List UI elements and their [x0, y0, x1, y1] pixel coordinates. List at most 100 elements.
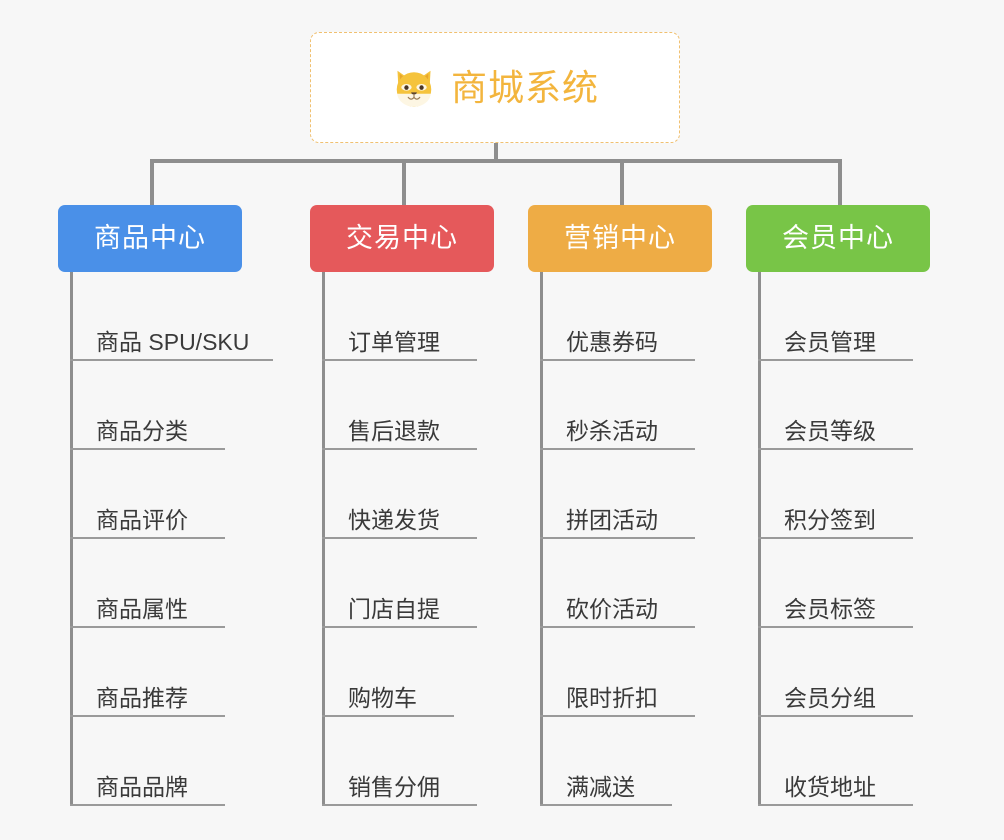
leaf-item-label: 会员标签 — [784, 596, 876, 622]
leaf-underline — [70, 359, 273, 361]
leaf-item-label: 商品 SPU/SKU — [96, 329, 250, 355]
category-node-product-center[interactable]: 商品中心 — [58, 205, 242, 272]
leaf-item[interactable]: 优惠券码 — [528, 272, 712, 361]
leaf-item[interactable]: 商品分类 — [58, 361, 242, 450]
branch-column-trade-center: 交易中心 订单管理 售后退款 快递发货 门店自提 购物车 — [310, 205, 494, 806]
leaf-underline — [758, 359, 913, 361]
leaf-item-label: 销售分佣 — [348, 774, 440, 800]
leaf-item[interactable]: 商品推荐 — [58, 628, 242, 717]
leaf-item[interactable]: 售后退款 — [310, 361, 494, 450]
connector-horizontal-bus — [150, 159, 840, 163]
leaf-spine — [70, 272, 73, 806]
leaf-item[interactable]: 快递发货 — [310, 450, 494, 539]
leaf-list-member-center: 会员管理 会员等级 积分签到 会员标签 会员分组 收货地址 — [746, 272, 930, 806]
leaf-underline — [540, 626, 695, 628]
connector-drop-marketing-center — [620, 159, 624, 205]
leaf-item-label: 优惠券码 — [566, 329, 658, 355]
leaf-underline — [540, 448, 695, 450]
leaf-item[interactable]: 限时折扣 — [528, 628, 712, 717]
leaf-underline — [322, 804, 477, 806]
leaf-underline — [758, 448, 913, 450]
connector-root-stem — [494, 143, 498, 163]
leaf-item[interactable]: 会员管理 — [746, 272, 930, 361]
leaf-underline — [70, 715, 225, 717]
connector-drop-trade-center — [402, 159, 406, 205]
leaf-item[interactable]: 商品品牌 — [58, 717, 242, 806]
leaf-underline — [322, 448, 477, 450]
leaf-underline — [70, 537, 225, 539]
leaf-item-label: 商品属性 — [96, 596, 188, 622]
leaf-underline — [758, 626, 913, 628]
leaf-item[interactable]: 商品评价 — [58, 450, 242, 539]
shiba-dog-icon — [396, 70, 432, 107]
root-node-title: 商城系统 — [450, 66, 599, 108]
leaf-item-label: 快递发货 — [348, 507, 440, 533]
leaf-underline — [70, 804, 225, 806]
leaf-item-label: 购物车 — [348, 685, 417, 711]
leaf-item-label: 拼团活动 — [566, 507, 658, 533]
leaf-item-label: 收货地址 — [784, 774, 876, 800]
leaf-item-label: 会员分组 — [784, 685, 876, 711]
category-node-trade-center[interactable]: 交易中心 — [310, 205, 494, 272]
leaf-item-label: 商品分类 — [96, 418, 188, 444]
leaf-item[interactable]: 订单管理 — [310, 272, 494, 361]
leaf-spine — [540, 272, 543, 806]
leaf-item[interactable]: 满减送 — [528, 717, 712, 806]
connector-drop-product-center — [150, 159, 154, 205]
leaf-underline — [322, 715, 454, 717]
leaf-underline — [322, 537, 477, 539]
leaf-item[interactable]: 商品 SPU/SKU — [58, 272, 273, 361]
leaf-item[interactable]: 门店自提 — [310, 539, 494, 628]
leaf-list-marketing-center: 优惠券码 秒杀活动 拼团活动 砍价活动 限时折扣 满减送 — [528, 272, 712, 806]
leaf-underline — [540, 359, 695, 361]
branch-column-member-center: 会员中心 会员管理 会员等级 积分签到 会员标签 会员分组 — [746, 205, 930, 806]
leaf-item[interactable]: 拼团活动 — [528, 450, 712, 539]
leaf-item-label: 限时折扣 — [566, 685, 658, 711]
leaf-item-label: 商品评价 — [96, 507, 188, 533]
category-node-member-center[interactable]: 会员中心 — [746, 205, 930, 272]
leaf-item-label: 会员等级 — [784, 418, 876, 444]
leaf-item[interactable]: 收货地址 — [746, 717, 930, 806]
leaf-underline — [322, 359, 477, 361]
leaf-item[interactable]: 会员等级 — [746, 361, 930, 450]
category-label: 交易中心 — [346, 223, 458, 253]
leaf-item-label: 积分签到 — [784, 507, 876, 533]
branch-column-marketing-center: 营销中心 优惠券码 秒杀活动 拼团活动 砍价活动 限时折扣 — [528, 205, 712, 806]
leaf-underline — [70, 626, 225, 628]
leaf-item[interactable]: 购物车 — [310, 628, 494, 717]
leaf-item-label: 砍价活动 — [566, 596, 658, 622]
leaf-item-label: 会员管理 — [784, 329, 876, 355]
leaf-item[interactable]: 销售分佣 — [310, 717, 494, 806]
category-label: 营销中心 — [564, 223, 676, 253]
leaf-underline — [322, 626, 477, 628]
leaf-item-label: 满减送 — [566, 774, 635, 800]
leaf-item-label: 商品品牌 — [96, 774, 188, 800]
leaf-spine — [758, 272, 761, 806]
root-node[interactable]: 商城系统 — [310, 32, 680, 143]
leaf-underline — [758, 804, 913, 806]
leaf-item[interactable]: 会员分组 — [746, 628, 930, 717]
leaf-item-label: 商品推荐 — [96, 685, 188, 711]
leaf-item[interactable]: 商品属性 — [58, 539, 242, 628]
leaf-item[interactable]: 秒杀活动 — [528, 361, 712, 450]
leaf-item-label: 秒杀活动 — [566, 418, 658, 444]
category-node-marketing-center[interactable]: 营销中心 — [528, 205, 712, 272]
leaf-item-label: 门店自提 — [348, 596, 440, 622]
leaf-item[interactable]: 砍价活动 — [528, 539, 712, 628]
leaf-underline — [540, 804, 672, 806]
leaf-spine — [322, 272, 325, 806]
leaf-underline — [70, 448, 225, 450]
leaf-item-label: 订单管理 — [348, 329, 440, 355]
branch-column-product-center: 商品中心 商品 SPU/SKU 商品分类 商品评价 商品属性 商品推荐 — [58, 205, 273, 806]
root-node-content: 商城系统 — [391, 65, 599, 111]
leaf-item[interactable]: 会员标签 — [746, 539, 930, 628]
leaf-list-product-center: 商品 SPU/SKU 商品分类 商品评价 商品属性 商品推荐 商品品牌 — [58, 272, 273, 806]
leaf-underline — [758, 537, 913, 539]
category-label: 会员中心 — [782, 223, 894, 253]
leaf-item[interactable]: 积分签到 — [746, 450, 930, 539]
category-label: 商品中心 — [94, 223, 206, 253]
leaf-item-label: 售后退款 — [348, 418, 440, 444]
connector-drop-member-center — [838, 159, 842, 205]
leaf-underline — [540, 715, 695, 717]
